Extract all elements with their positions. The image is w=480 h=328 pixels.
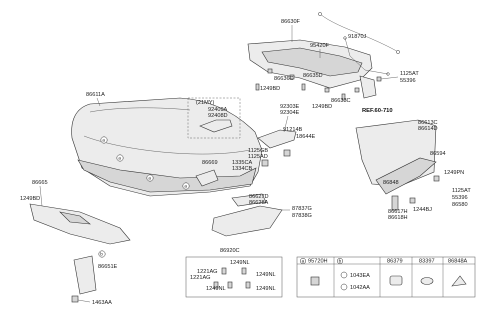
label-91870J: 91870J <box>348 34 367 40</box>
label-92409A: 92409A <box>208 107 228 113</box>
marker-a-1: a <box>100 136 108 144</box>
label-86665: 86665 <box>32 180 48 186</box>
legend-cell-b-letter: b <box>339 259 342 264</box>
label-18644E: 18644E <box>296 134 316 140</box>
svg-text:a: a <box>102 138 105 143</box>
label-21MY: (21MY) <box>196 100 214 106</box>
grommet-icon <box>420 277 434 285</box>
wiring-harness <box>318 12 400 76</box>
legend-cell-a-code: 95720H <box>308 258 328 264</box>
label-86628A: 86628A <box>249 200 269 206</box>
lower-skid-plate <box>29 203 131 245</box>
label-1249NL-c: 1249NL <box>206 286 226 292</box>
label-86614D: 86614D <box>418 126 438 132</box>
label-1125AT-b: 1125AT <box>452 188 471 194</box>
side-bracket-assembly <box>355 119 440 211</box>
label-55396-a: 55396 <box>400 78 416 84</box>
label-55396-b: 55396 <box>452 195 468 201</box>
label-95420F: 95420F <box>310 43 330 49</box>
bumper-cover <box>71 97 263 197</box>
bracket-icon <box>451 275 467 287</box>
label-1249BD-b: 1249BD <box>312 104 332 110</box>
label-1221AG-a: 1221AG <box>197 269 218 275</box>
label-86617H: 86617H <box>388 209 408 215</box>
label-86848: 86848 <box>383 180 399 186</box>
legend-col5: 86848A <box>448 258 468 264</box>
box-21my <box>187 97 241 139</box>
label-1125AT-a: 1125AT <box>400 71 419 77</box>
label-1249BD-a: 1249BD <box>260 86 280 92</box>
legend-cell-b-code1: 1043EA <box>350 273 370 279</box>
side-trim-86669 <box>195 169 219 187</box>
lower-molding-86627D <box>231 193 267 207</box>
label-1249PN: 1249PN <box>444 170 464 176</box>
label-86627D: 86627D <box>249 194 269 200</box>
label-1249NL-b: 1249NL <box>256 272 276 278</box>
svg-text:a: a <box>184 184 187 189</box>
box-86920C <box>185 256 283 298</box>
label-86651E: 86651E <box>98 264 118 270</box>
marker-a-4: a <box>182 182 190 190</box>
label-86636C: 86636C <box>274 76 294 82</box>
label-REF: REF.60-710 <box>362 108 393 114</box>
beam-clips <box>255 68 382 101</box>
label-86618H: 86618H <box>388 215 408 221</box>
label-86635D: 86635D <box>303 73 323 79</box>
label-1335CA: 1335CA <box>232 160 252 166</box>
legend-cell-b-code2: 1042AA <box>350 285 370 291</box>
legend-col4: 83397 <box>419 258 435 264</box>
label-1244BJ: 1244BJ <box>413 207 432 213</box>
svg-text:a: a <box>148 176 151 181</box>
legend-cell-a-letter: a <box>302 259 305 264</box>
label-1249NL-a: 1249NL <box>230 260 250 266</box>
svg-text:a: a <box>118 156 121 161</box>
marker-b-1: b <box>98 250 106 258</box>
label-86920C: 86920C <box>220 248 240 254</box>
clip-icon <box>310 276 320 286</box>
label-87837G: 87837G <box>292 206 312 212</box>
label-86669: 86669 <box>202 160 218 166</box>
label-86630F: 86630F <box>281 19 301 25</box>
label-86613C: 86613C <box>418 120 438 126</box>
bracket-86651E <box>71 255 97 303</box>
label-1463AA: 1463AA <box>92 300 112 306</box>
label-1125AD: 1125AD <box>248 154 268 160</box>
screw-icon <box>340 271 348 279</box>
marker-a-2: a <box>116 154 124 162</box>
legend-col3: 86379 <box>387 258 403 264</box>
label-86633C: 86633C <box>331 98 351 104</box>
pad-icon <box>389 275 403 286</box>
rear-reflector <box>257 129 297 167</box>
label-92303E: 92303E <box>280 104 300 110</box>
label-92304E: 92304E <box>280 110 300 116</box>
garnish-87837G <box>211 205 283 237</box>
bumper-beam <box>247 39 377 99</box>
label-86580: 86580 <box>452 202 468 208</box>
label-1221AG-b: 1221AG <box>190 275 211 281</box>
label-86611A: 86611A <box>86 92 105 98</box>
label-1249NL-d: 1249NL <box>256 286 276 292</box>
label-86594: 86594 <box>430 151 446 157</box>
label-1125GB: 1125GB <box>248 148 268 154</box>
label-1249BD-c: 1249BD <box>20 196 40 202</box>
label-87838G: 87838G <box>292 213 312 219</box>
marker-a-3: a <box>146 174 154 182</box>
label-1334CB: 1334CB <box>232 166 252 172</box>
svg-text:b: b <box>100 252 103 257</box>
label-92408D: 92408D <box>208 113 228 119</box>
nut-icon <box>340 283 348 291</box>
label-91214B: 91214B <box>283 127 303 133</box>
legend-table: a 95720H b 86379 83397 86848A 1043EA 104… <box>296 256 476 298</box>
